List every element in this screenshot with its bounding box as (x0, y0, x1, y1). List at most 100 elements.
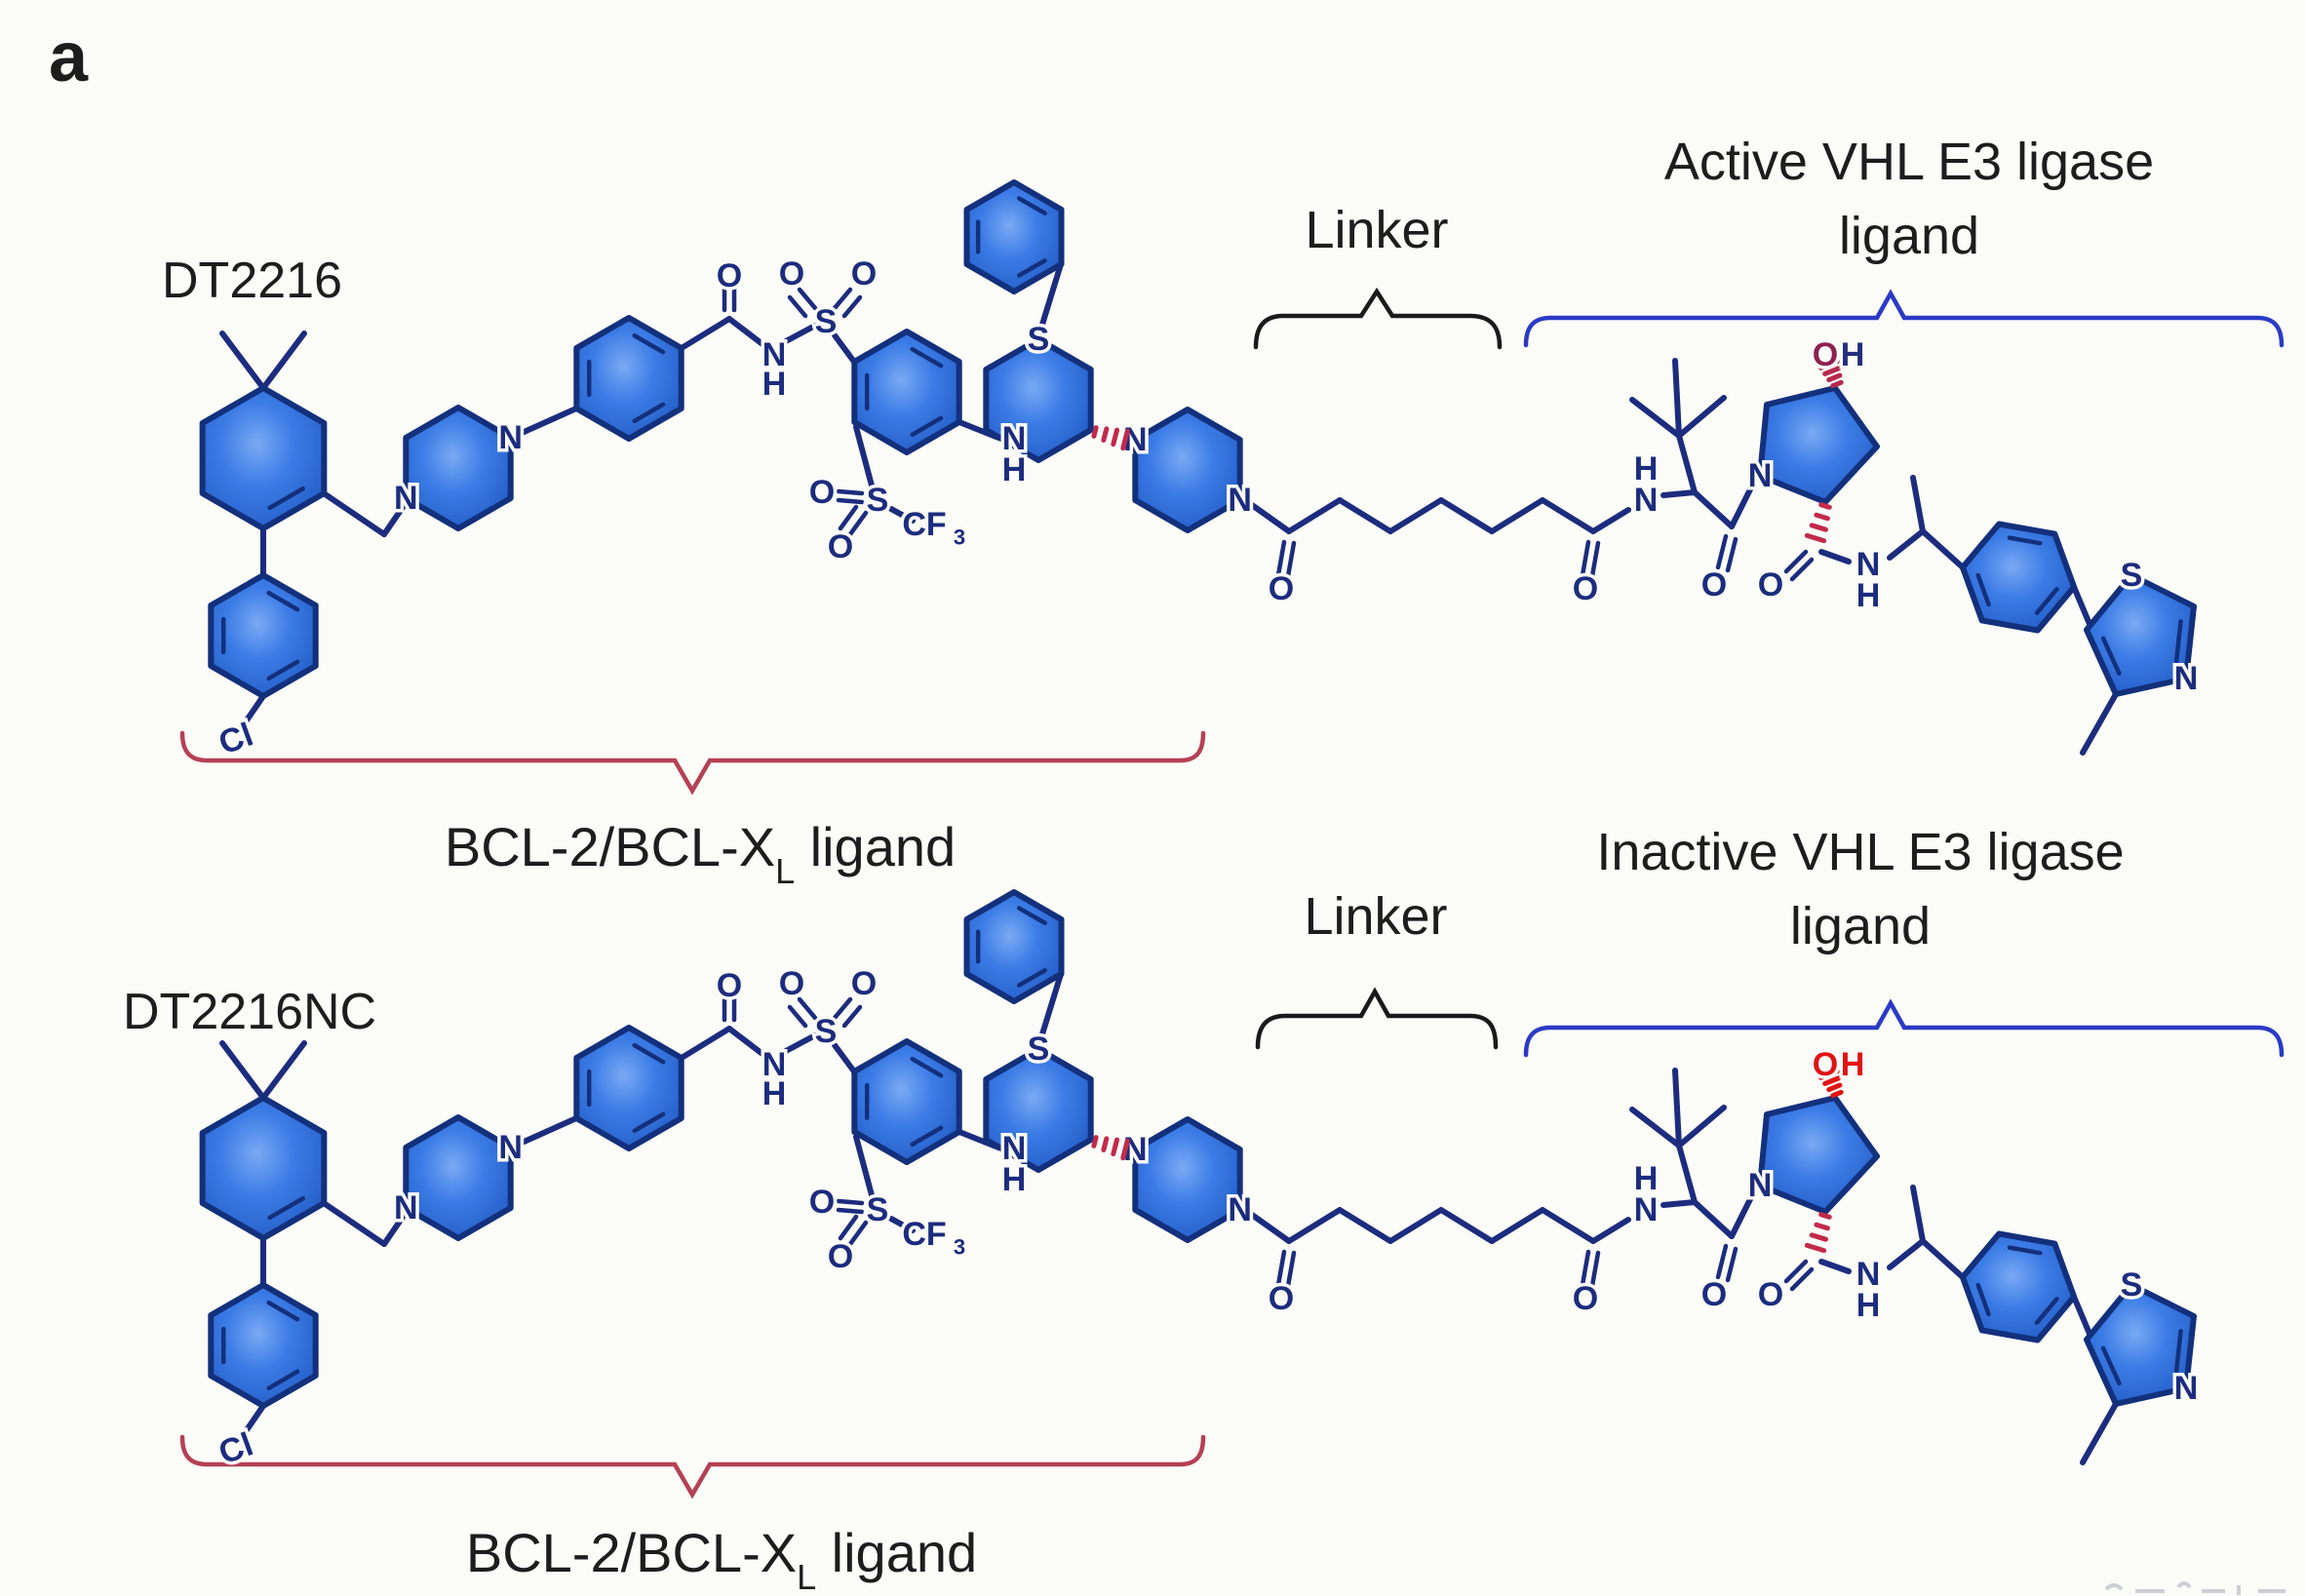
ring (199, 1095, 328, 1241)
bond (1249, 502, 1292, 534)
atom-label: O (828, 528, 853, 565)
bcl-main-top: BCL-2/BCL-X (444, 816, 776, 877)
bond (2080, 691, 2119, 756)
bond (832, 1042, 857, 1074)
bond (2080, 1401, 2119, 1465)
bond (1337, 497, 1393, 534)
bond (1286, 1207, 1343, 1244)
bond (1672, 1068, 1682, 1148)
bond (1580, 1249, 1591, 1288)
double-bond-inner (266, 1300, 300, 1322)
bond (836, 1207, 865, 1215)
double-bond-inner (910, 346, 944, 369)
bond (260, 1040, 307, 1101)
ring (963, 179, 1065, 294)
bond (832, 332, 857, 365)
atom-label: H (762, 1075, 787, 1112)
atom-label: N (1002, 1130, 1027, 1167)
bond (838, 504, 859, 531)
double-bond-inner (632, 1111, 666, 1134)
bond (1038, 971, 1064, 1040)
stereo-hash-bond (1818, 1212, 1832, 1220)
bond (1818, 549, 1852, 564)
bcl-brace-bottom (179, 1434, 1206, 1499)
atom-label: N (498, 419, 523, 456)
bond (219, 1040, 266, 1101)
ring (851, 329, 962, 455)
bond (1660, 1199, 1698, 1208)
bond (847, 510, 869, 537)
bond (1676, 1105, 1727, 1148)
bond (841, 1004, 863, 1029)
atom-label: H (1841, 336, 1865, 373)
double-bond-inner (2100, 1345, 2122, 1386)
atom-label: O (1813, 1046, 1838, 1083)
bond (783, 323, 818, 344)
bond (1725, 1246, 1739, 1283)
ring (983, 336, 1094, 463)
atom-label: CF (902, 506, 946, 543)
bond (853, 424, 875, 488)
atom-label: H (1856, 577, 1881, 614)
atom-label: O (851, 255, 877, 292)
stereo-hash-bond (1814, 1222, 1830, 1231)
stereo-hash-bond (1111, 427, 1120, 448)
bond (1910, 475, 1926, 534)
atom-label: N (762, 1046, 787, 1083)
bond (1275, 1249, 1287, 1288)
bond (797, 996, 818, 1021)
double-bond-inner (266, 659, 300, 681)
ring (208, 1282, 319, 1409)
bond (726, 1026, 765, 1057)
stereo-hash-bond (1101, 1136, 1110, 1152)
cutoff-text-fragment (2104, 1581, 2285, 1595)
atom-label: S (867, 482, 889, 519)
bond (239, 693, 266, 730)
atom-label: S (1028, 1031, 1050, 1068)
atom-label: N (498, 1129, 523, 1166)
ring (403, 405, 514, 531)
double-bond-inner (2173, 1329, 2183, 1374)
bcl-brace-top (179, 730, 1206, 796)
linker-brace-top (1253, 287, 1503, 350)
bond (847, 1220, 869, 1247)
stereo-hash-bond (1818, 1069, 1840, 1080)
bond (239, 1403, 266, 1440)
bond (679, 316, 732, 351)
bond (1275, 539, 1287, 578)
atom-label: N (394, 1189, 418, 1226)
stereo-hash-bond (1818, 359, 1840, 370)
stereo-hash-bond (1091, 1135, 1099, 1148)
ring (1757, 385, 1880, 505)
bond (381, 1207, 410, 1247)
stereo-hash-bond (1822, 366, 1842, 376)
double-bond-inner (910, 415, 944, 438)
bond (1540, 1207, 1596, 1244)
double-bond-inner (267, 1195, 306, 1221)
atom-label: S (2121, 1266, 2143, 1304)
double-bond-inner (2007, 1245, 2043, 1256)
bond (836, 497, 865, 505)
stereo-hash-bond (1830, 1089, 1844, 1099)
inactive-ligase-label: Inactive VHL E3 ligase ligand (1596, 815, 2124, 963)
bond (1672, 358, 1682, 439)
bond (832, 996, 853, 1021)
double-bond-inner (632, 1042, 666, 1065)
atom-label: O (851, 965, 877, 1002)
bond (1249, 1212, 1292, 1244)
bond (321, 1200, 387, 1247)
linker-brace-bottom (1255, 987, 1499, 1050)
stereo-hash-bond (1804, 1242, 1827, 1254)
linker-label-bottom: Linker (1304, 887, 1448, 946)
bond (1676, 1143, 1698, 1205)
stereo-hash-bond (1826, 372, 1843, 383)
ring (199, 385, 328, 531)
bond (1337, 1207, 1393, 1244)
atom-label: 3 (954, 1235, 965, 1260)
bond (1676, 433, 1698, 495)
double-bond-inner (1975, 572, 1991, 607)
ring (963, 889, 1065, 1004)
double-bond-inner (267, 486, 306, 511)
bond (1629, 397, 1682, 439)
